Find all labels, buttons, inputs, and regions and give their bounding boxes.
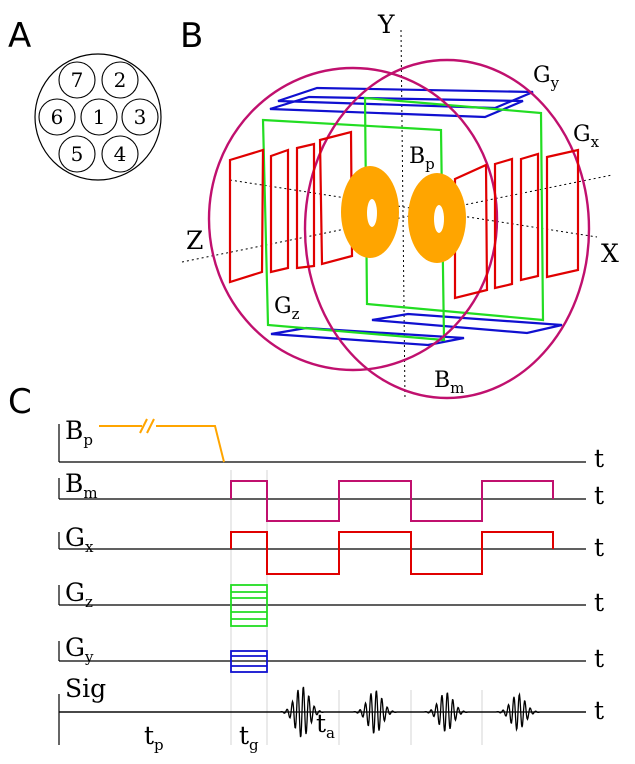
phase-label-tp: tp: [144, 721, 164, 754]
panel-label-a: A: [8, 16, 31, 56]
gx-coil-6: [493, 157, 514, 290]
phase-label-tg: tg: [239, 721, 259, 754]
coil-channel-6: [38, 98, 76, 136]
z-axis-line: [181, 174, 613, 263]
coil-channel-4: [101, 135, 139, 173]
timing-diagram: Bp Bm Gx Gz Gy Sig t t t t t t tp tg ta: [58, 416, 604, 754]
gx-coil-3: [295, 142, 316, 270]
gx-coils: [228, 130, 580, 300]
gz-coil-front: [261, 118, 446, 342]
phase-label-ta: ta: [316, 709, 335, 742]
bm-label: Bm: [434, 368, 464, 397]
gy-waveform: [230, 650, 268, 673]
coil-channel-label: 4: [114, 142, 127, 166]
bm-waveform: [230, 480, 554, 522]
time-axis-label: t: [594, 481, 604, 510]
panel-label-b: B: [180, 16, 203, 56]
gy-coil-top-1: [277, 86, 534, 110]
coil-channel-label: 7: [71, 68, 84, 92]
y-axis-label: Y: [377, 10, 395, 39]
bp-coils: [341, 166, 466, 263]
channel-label-gx: Gx: [65, 523, 94, 556]
axis-break-mark: [146, 418, 155, 434]
panel-label-c: C: [8, 382, 32, 422]
coil-diagram: Y Z X Gy Gx Bp Gz Bm: [181, 10, 619, 401]
channel-label-sig: Sig: [65, 674, 106, 703]
sig-waveform: [59, 686, 586, 738]
bp-coil-right-hole: [434, 205, 444, 233]
gx-coil-2: [269, 148, 290, 274]
channel-label-bp: Bp: [65, 416, 93, 449]
gz-label: Gz: [274, 294, 300, 323]
coil-channel-label: 2: [114, 68, 127, 92]
bp-label: Bp: [409, 144, 435, 173]
coil-channel-label: 1: [93, 105, 106, 129]
bm-ring-right: [303, 58, 591, 400]
channel-label-gz: Gz: [65, 578, 93, 611]
gx-coil-5: [453, 163, 489, 300]
time-axis-label: t: [594, 588, 604, 617]
channel-label-bm: Bm: [65, 469, 98, 502]
coil-channel-1: [80, 98, 118, 136]
gy-label: Gy: [533, 63, 560, 92]
axis-break-mark: [139, 418, 148, 434]
bm-ring-left: [207, 66, 499, 372]
gx-coil-8: [545, 148, 580, 279]
coil-channel-label: 5: [71, 142, 84, 166]
coil-channel-2: [101, 61, 139, 99]
gx-coil-1: [228, 148, 265, 284]
gy-coil-bottom-1: [371, 312, 563, 335]
gy-coil-top-2: [269, 95, 524, 119]
gy-block-outline: [230, 650, 268, 673]
gz-waveform: [230, 584, 268, 627]
gy-coil-bottom-2: [270, 326, 465, 347]
bp-waveform-segment: [156, 425, 225, 463]
coil-array: 7 2 6 1 3 5 4: [34, 53, 162, 181]
gx-waveform: [230, 531, 554, 575]
bp-waveform: [99, 418, 225, 463]
bp-coil-left-hole: [367, 199, 377, 227]
bm-rings: [207, 58, 591, 400]
time-axis-label: t: [594, 533, 604, 562]
coil-channel-7: [58, 61, 96, 99]
time-axis-label: t: [594, 696, 604, 725]
coil-channel-5: [58, 135, 96, 173]
coil-channel-label: 3: [134, 105, 147, 129]
gx-coil-4: [318, 130, 354, 266]
coil-channel-3: [121, 98, 159, 136]
gy-coils: [269, 86, 563, 347]
coil-channel-label: 6: [51, 105, 64, 129]
gz-block-outline: [230, 584, 268, 627]
time-axis-label: t: [594, 644, 604, 673]
coil-array-outline: [34, 53, 162, 181]
y-axis-line: [400, 29, 406, 401]
time-axis-label: t: [594, 444, 604, 473]
gx-coil-7: [519, 152, 540, 282]
z-axis-label: Z: [186, 226, 203, 255]
channel-label-gy: Gy: [65, 633, 94, 666]
x-axis-label: X: [601, 239, 619, 268]
gx-label: Gx: [573, 122, 600, 151]
